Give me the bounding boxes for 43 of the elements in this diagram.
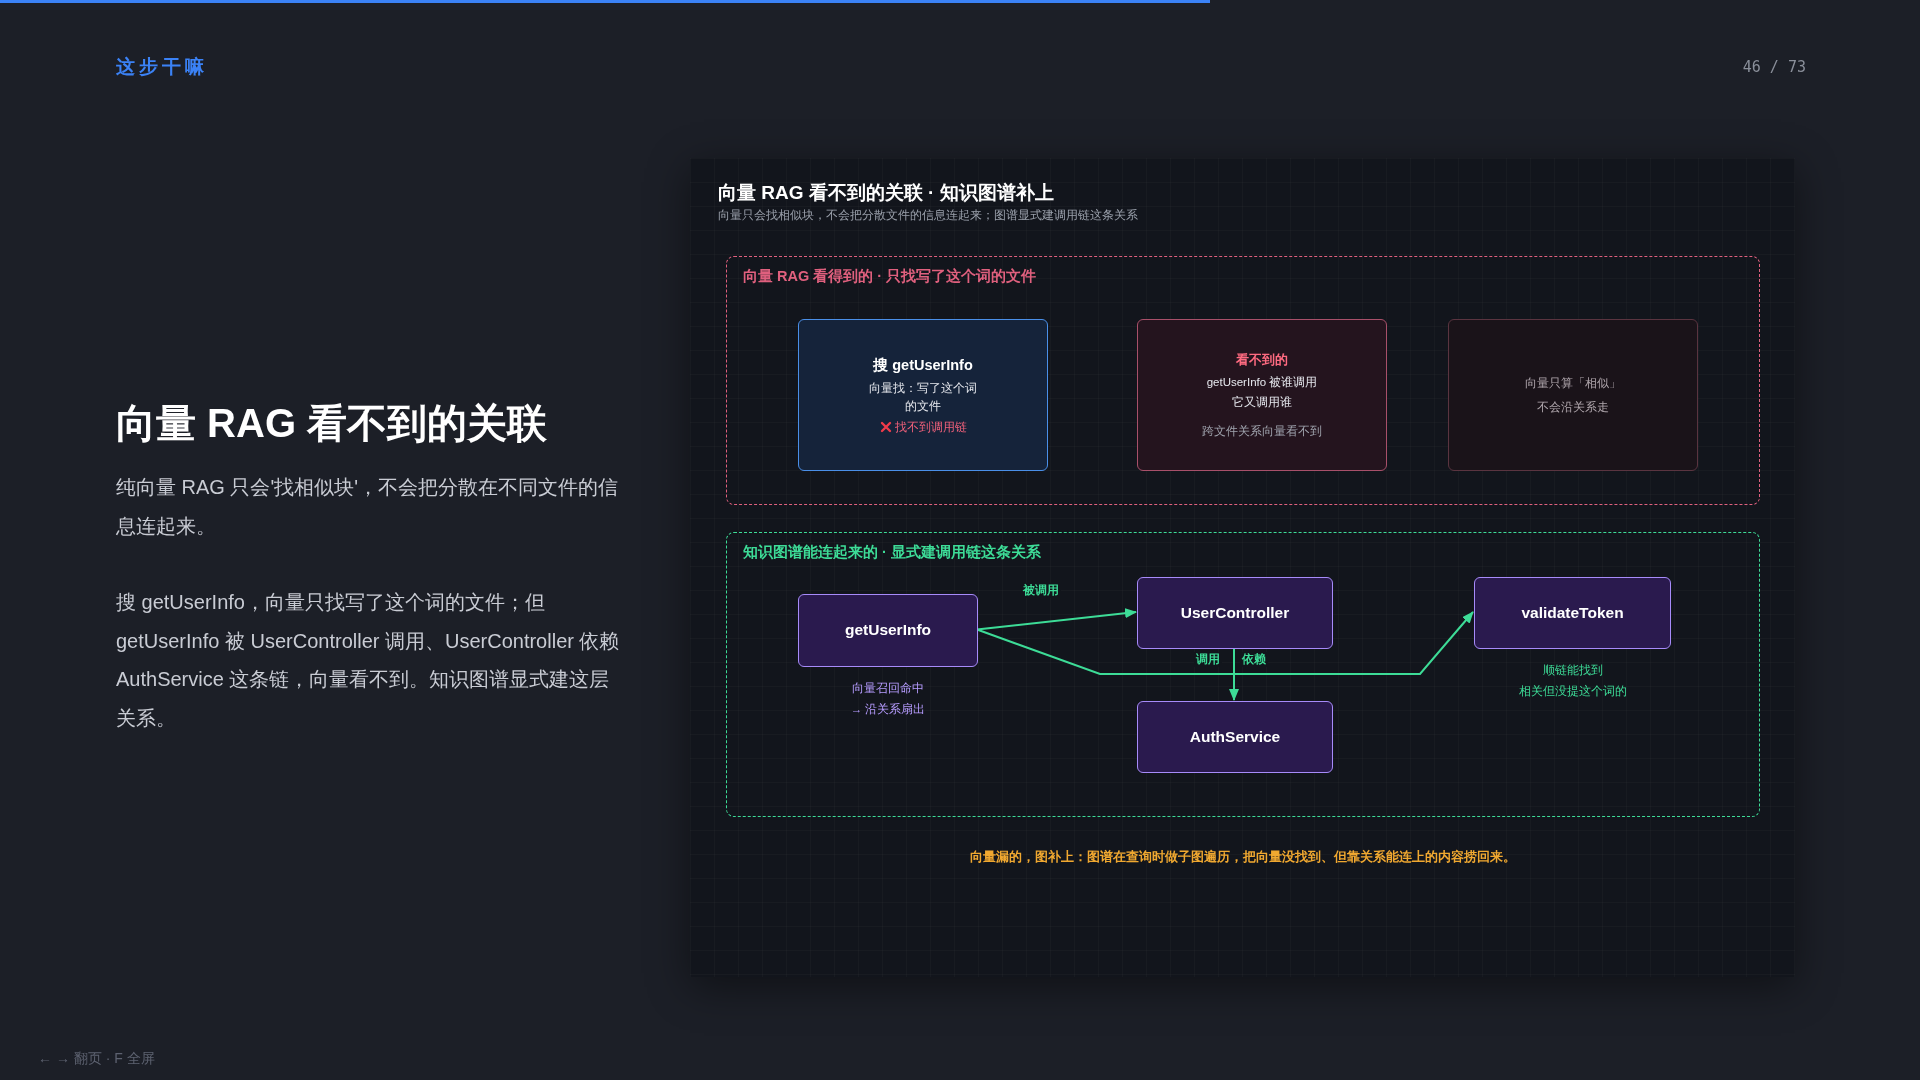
- group-heading: 知识图谱能连起来的 · 显式建调用链这条关系: [743, 543, 1041, 562]
- box-text: 不会沿关系走: [1537, 400, 1609, 415]
- box-text: 向量找：写了这个词的文件: [868, 381, 978, 415]
- node-label: validateToken: [1521, 602, 1624, 623]
- paragraph: 搜 getUserInfo，向量只找写了这个词的文件；但 getUserInfo 被 UserController 调用、UserController 依赖 AuthService 这条链，向量看不到。知识图谱显式建这层关系。: [116, 590, 621, 731]
- box-heading: 看不到的: [1236, 351, 1288, 369]
- node-label: AuthService: [1189, 726, 1281, 747]
- process-box: [1474, 577, 1671, 649]
- slide-heading: 向量 RAG 看不到的关联: [116, 400, 548, 447]
- arrow: [976, 608, 1137, 631]
- diagram-title: 向量 RAG 看不到的关联 · 知识图谱补上: [718, 181, 1054, 205]
- box-heading: 搜 getUserInfo: [873, 355, 973, 375]
- box-text: 跨文件关系向量看不到: [1202, 423, 1322, 439]
- box-text: 向量只算「相似」: [1525, 375, 1621, 391]
- info-card: [1448, 319, 1698, 471]
- info-card: [798, 319, 1048, 471]
- node-note: 顺链能找到: [1542, 663, 1603, 678]
- node-note: 相关但没提这个词的: [1518, 684, 1627, 699]
- dashed-group-frame: [726, 532, 1760, 817]
- edge-label: 被调用: [1020, 582, 1061, 598]
- process-box: [798, 594, 978, 667]
- arrow: [1229, 647, 1239, 701]
- footnote: 向量漏的，图补上：图谱在查询时做子图遍历，把向量没找到、但靠关系能连上的内容捞回来。: [968, 848, 1517, 866]
- group-heading: 向量 RAG 看得到的 · 只找写了这个词的文件: [743, 267, 1037, 286]
- node-note: 向量召回命中: [852, 681, 924, 696]
- diagram-caption: 向量只会找相似块，不会把分散文件的信息连起来；图谱显式建调用链这条关系: [718, 208, 1138, 223]
- arrow: [976, 611, 1474, 675]
- edge-label: 依赖: [1240, 652, 1268, 667]
- box-text: getUserInfo 被谁调用: [1206, 374, 1318, 390]
- section-label: 这步干嘛: [116, 55, 208, 79]
- paragraph: 纯向量 RAG 只会'找相似块'，不会把分散在不同文件的信息连起来。: [116, 475, 620, 539]
- box-text: 它又调用谁: [1232, 395, 1292, 411]
- navigation-hint: ← → 翻页 · F 全屏: [38, 1050, 155, 1068]
- node-label: UserController: [1180, 602, 1290, 623]
- node-note: → 沿关系扇出: [850, 702, 926, 717]
- node-label: getUserInfo: [844, 620, 932, 641]
- dashed-group-frame: [726, 256, 1760, 505]
- page-number: 46 / 73: [1742, 58, 1806, 76]
- process-box: [1137, 701, 1333, 773]
- info-card: [1137, 319, 1387, 471]
- box-text: 找不到调用链: [894, 419, 967, 435]
- process-box: [1137, 577, 1333, 649]
- annotation: 调用: [1194, 652, 1222, 667]
